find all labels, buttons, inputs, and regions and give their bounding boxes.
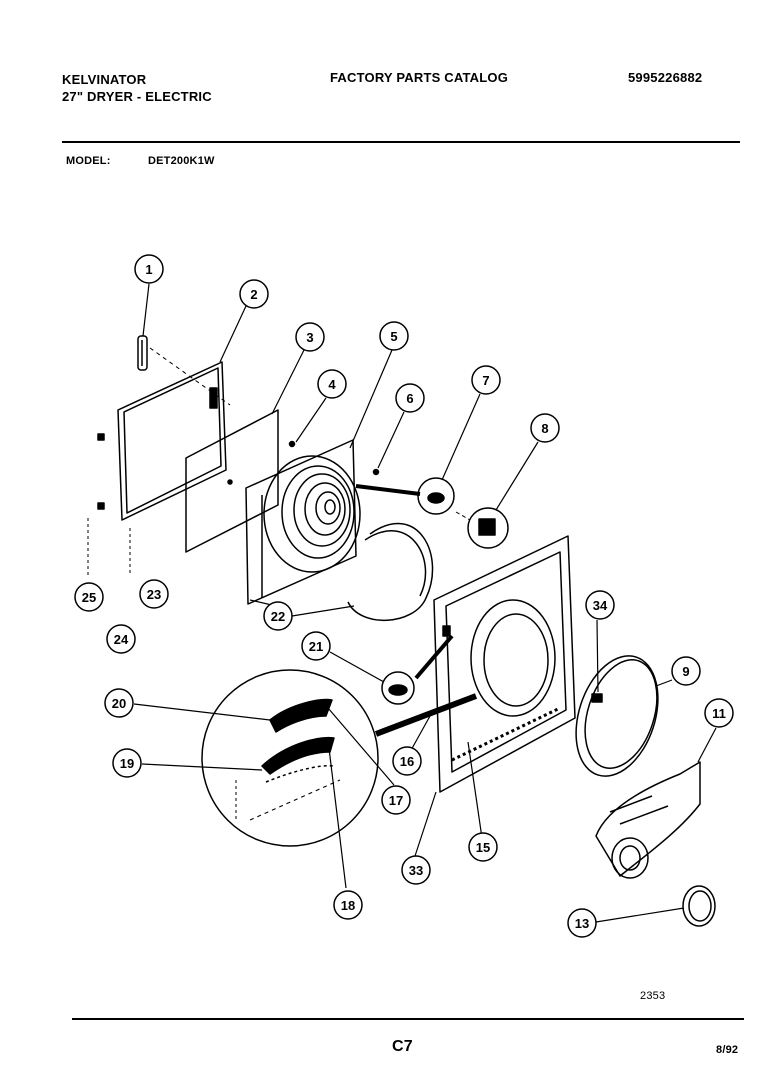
callout-18: 18 — [333, 890, 363, 920]
callout-label: 16 — [400, 754, 414, 769]
door-outer-panel — [117, 361, 227, 521]
callout-label: 15 — [476, 840, 490, 855]
callout-33: 33 — [401, 855, 431, 885]
brand-name: KELVINATOR — [62, 72, 147, 87]
header-rule — [62, 141, 740, 143]
callout-17: 17 — [381, 785, 411, 815]
callout-label: 1 — [145, 262, 152, 277]
callout-label: 8 — [541, 421, 548, 436]
drum-ring — [575, 655, 659, 777]
callout-label: 5 — [390, 329, 397, 344]
model-label: MODEL: — [66, 155, 111, 167]
callout-23: 23 — [139, 579, 169, 609]
callout-19: 19 — [112, 748, 142, 778]
door-latch — [97, 433, 105, 441]
callout-1: 1 — [134, 254, 164, 284]
callout-label: 33 — [409, 863, 423, 878]
callout-4: 4 — [317, 369, 347, 399]
door-stop — [97, 502, 105, 510]
part-number: 5995226882 — [628, 70, 703, 85]
model-value: DET200K1W — [148, 155, 215, 167]
callout-8: 8 — [530, 413, 560, 443]
product-name: 27" DRYER - ELECTRIC — [62, 89, 212, 104]
callout-15: 15 — [468, 832, 498, 862]
callout-25: 25 — [74, 582, 104, 612]
callout-20: 20 — [104, 688, 134, 718]
callout-21: 21 — [301, 631, 331, 661]
callout-24: 24 — [106, 624, 136, 654]
callout-16a: 16 — [392, 746, 422, 776]
front-grille-panel — [245, 439, 361, 605]
callout-label: 24 — [114, 632, 129, 647]
callout-label: 22 — [271, 609, 285, 624]
gasket-ring — [347, 522, 434, 622]
callout-label: 9 — [682, 664, 689, 679]
hinge — [137, 335, 148, 371]
footer-rule — [72, 1018, 744, 1020]
door-inner-panel — [185, 409, 279, 553]
callout-9: 9 — [671, 656, 701, 686]
page-code: C7 — [392, 1038, 413, 1055]
callout-6: 6 — [395, 383, 425, 413]
detail-magnifier — [201, 669, 379, 847]
callout-label: 18 — [341, 898, 355, 913]
callout-label: 11 — [712, 706, 726, 721]
callout-label: 7 — [482, 373, 489, 388]
callout-label: 3 — [306, 330, 313, 345]
callout-label: 34 — [593, 598, 608, 613]
front-panel — [433, 535, 576, 793]
callout-13: 13 — [567, 908, 597, 938]
callout-label: 4 — [328, 377, 336, 392]
lint-duct — [595, 761, 701, 879]
callout-label: 20 — [112, 696, 126, 711]
callout-34: 34 — [585, 590, 615, 620]
callout-label: 25 — [82, 590, 96, 605]
callout-7: 7 — [471, 365, 501, 395]
callout-label: 13 — [575, 916, 589, 931]
callout-label: 19 — [120, 756, 134, 771]
diagram-number: 2353 — [640, 990, 666, 1002]
callout-label: 6 — [406, 391, 413, 406]
callout-label: 2 — [250, 287, 257, 302]
callout-5: 5 — [379, 321, 409, 351]
callout-label: 21 — [309, 639, 323, 654]
callout-3: 3 — [295, 322, 325, 352]
callout-label: 23 — [147, 587, 161, 602]
seal-ring — [682, 885, 716, 927]
catalog-title: FACTORY PARTS CATALOG — [330, 70, 509, 85]
callout-label: 17 — [389, 793, 403, 808]
catalog-date: 8/92 — [716, 1044, 739, 1056]
callout-11: 11 — [704, 698, 734, 728]
callout-22: 22 — [263, 601, 293, 631]
callout-2: 2 — [239, 279, 269, 309]
